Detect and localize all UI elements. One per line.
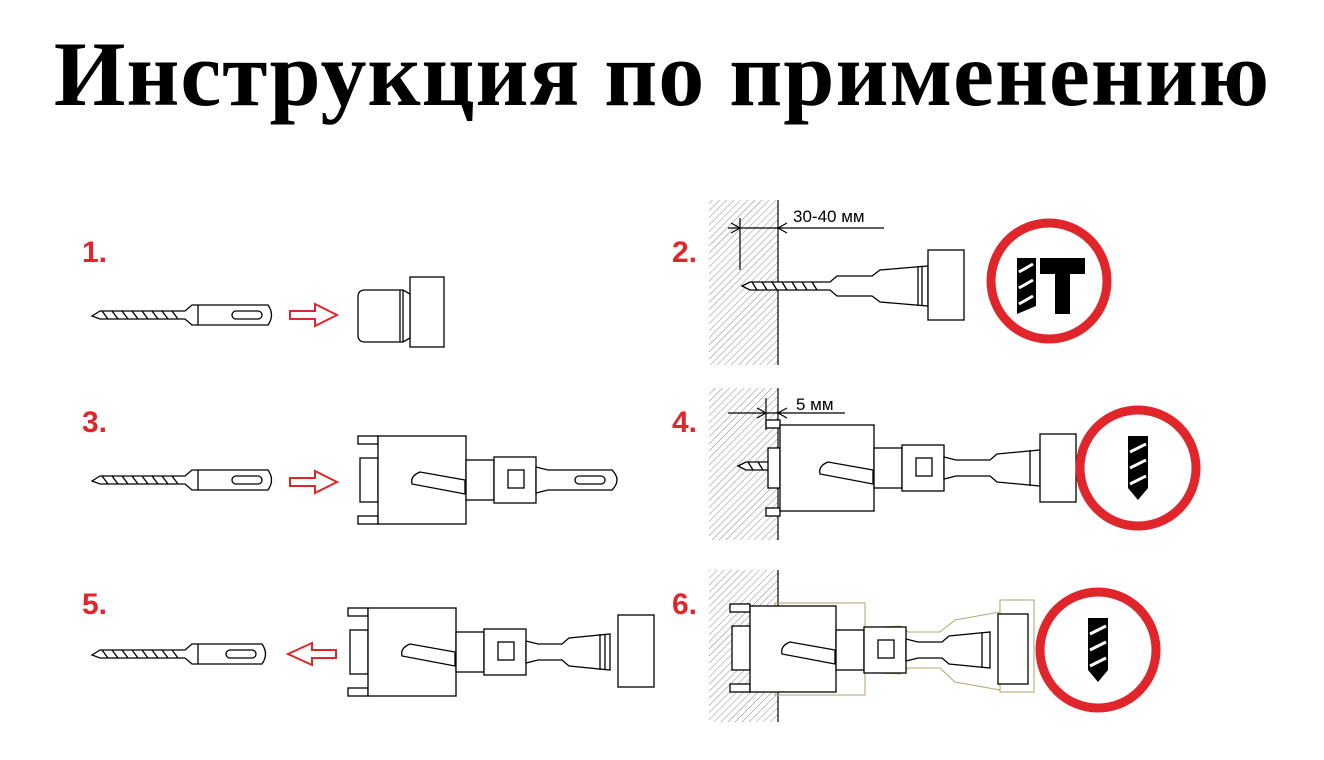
step-2-drill-in-wall [740,249,965,321]
step-6-number: 6. [672,588,698,621]
step-3-drill-bit [90,469,273,491]
step-5-arrow-left-icon [285,641,337,667]
step-5-drill-bit [90,643,267,665]
step-3-number: 3. [82,406,108,439]
step-5-number: 5. [82,588,108,621]
hammer-drill-mode-icon [986,218,1112,344]
depth-label-5: 5 мм [796,395,834,414]
step-3-arrow-right-icon [289,469,340,495]
step-1-chuck [357,276,445,348]
drill-mode-icon [1075,405,1201,531]
step-5-adapter-on-drill [347,607,655,697]
step-1-arrow-right-icon [289,302,340,328]
drill-mode-icon [1035,587,1161,713]
depth-label-30-40: 30-40 мм [793,207,865,226]
step-4-adapter-with-drill [736,419,1077,517]
step-4-number: 4. [672,406,698,439]
step-2-depth-dimension [728,218,884,270]
step-1-number: 1. [82,236,108,269]
step-6-adapter-in-wall [729,603,1029,693]
page-title: Инструкция по применению [53,23,1271,125]
step-3-adapter [357,435,618,525]
step-1-drill-bit [90,304,273,326]
step-2-number: 2. [672,236,698,269]
